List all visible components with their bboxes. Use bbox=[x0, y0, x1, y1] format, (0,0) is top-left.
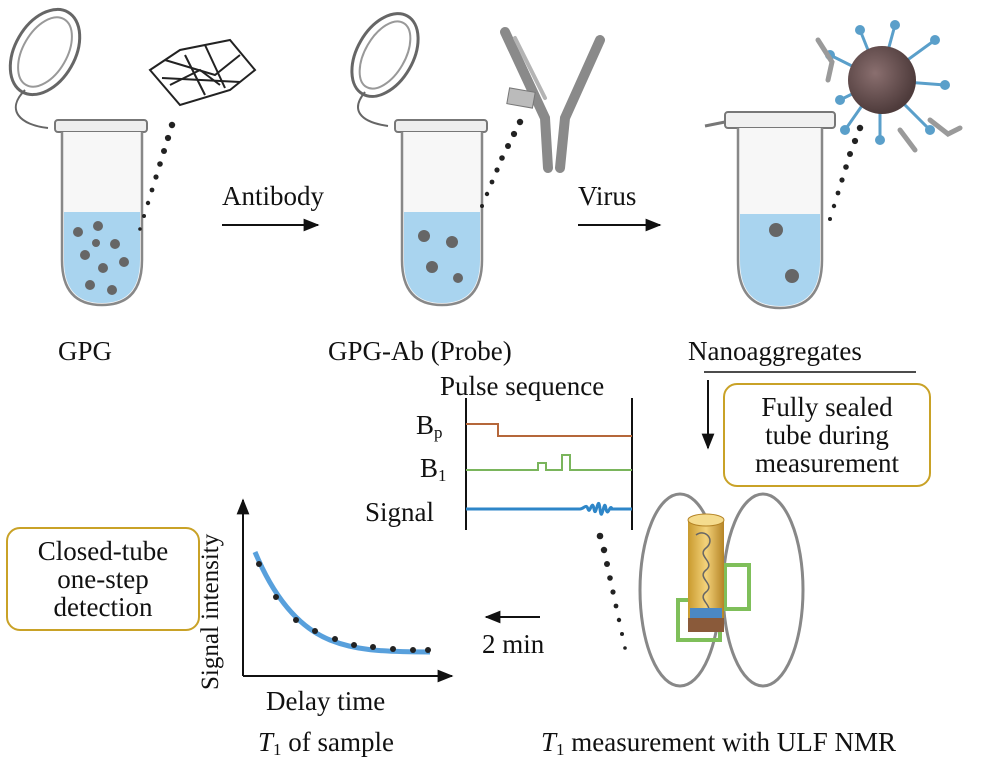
closed-tube-note: Closed-tube one-step detection bbox=[6, 527, 200, 631]
closed-note-line: Closed-tube bbox=[37, 536, 169, 566]
two-min-label: 2 min bbox=[482, 629, 545, 659]
b1-row-label: B1 bbox=[420, 453, 447, 485]
t1-sub: 1 bbox=[556, 740, 565, 759]
gpg-ab-label: GPG-Ab (Probe) bbox=[328, 336, 512, 366]
plot-caption: T1 of sample bbox=[258, 727, 395, 759]
graphene-sheet-icon bbox=[148, 38, 257, 107]
fit-curve bbox=[252, 551, 431, 655]
y-axis-label: Signal intensity bbox=[197, 533, 224, 690]
measurement-caption-text: measurement with ULF NMR bbox=[564, 727, 896, 757]
gpg-label: GPG bbox=[58, 336, 113, 366]
tube-icon bbox=[8, 7, 148, 307]
signal-row-label: Signal bbox=[365, 497, 435, 527]
sealed-note-line: measurement bbox=[755, 448, 899, 478]
tube-icon bbox=[350, 12, 488, 307]
b1-trace bbox=[466, 454, 632, 471]
sealed-tube-note: Fully sealed tube during measurement bbox=[723, 383, 931, 487]
t1-symbol: T bbox=[541, 727, 557, 757]
pulse-sequence-title: Pulse sequence bbox=[440, 371, 605, 401]
dotted-connector bbox=[138, 121, 176, 231]
b1-sub: 1 bbox=[438, 466, 447, 485]
sealed-note-line: Fully sealed bbox=[761, 392, 893, 422]
decay-plot bbox=[236, 498, 454, 683]
plot-caption-text: of sample bbox=[281, 727, 395, 757]
t1-symbol: T bbox=[258, 727, 274, 757]
bp-letter: B bbox=[416, 410, 435, 440]
tube-icon bbox=[704, 111, 836, 310]
dotted-connector bbox=[596, 532, 627, 650]
closed-note-line: one-step bbox=[57, 564, 149, 594]
nanoaggregates-label: Nanoaggregates bbox=[688, 336, 862, 366]
antibody-icon bbox=[500, 27, 605, 173]
sample-cylinder-icon bbox=[687, 513, 725, 632]
pulse-sequence bbox=[465, 398, 633, 530]
bp-row-label: Bp bbox=[416, 410, 443, 442]
b1-letter: B bbox=[420, 453, 439, 483]
virus-icon bbox=[815, 20, 963, 153]
closed-note-line: detection bbox=[53, 592, 153, 622]
bp-trace bbox=[466, 423, 632, 437]
dotted-connector bbox=[480, 118, 524, 208]
bp-sub: p bbox=[434, 423, 443, 442]
measurement-caption: T1 measurement with ULF NMR bbox=[541, 727, 896, 759]
antibody-label: Antibody bbox=[222, 181, 325, 211]
x-axis-label: Delay time bbox=[266, 686, 386, 716]
data-points bbox=[256, 561, 431, 653]
virus-label: Virus bbox=[578, 181, 637, 211]
t1-sub: 1 bbox=[273, 740, 282, 759]
sealed-note-line: tube during bbox=[765, 420, 889, 450]
graphene-sheet-icon bbox=[506, 87, 536, 109]
dotted-connector bbox=[828, 124, 864, 221]
signal-trace bbox=[466, 501, 632, 516]
